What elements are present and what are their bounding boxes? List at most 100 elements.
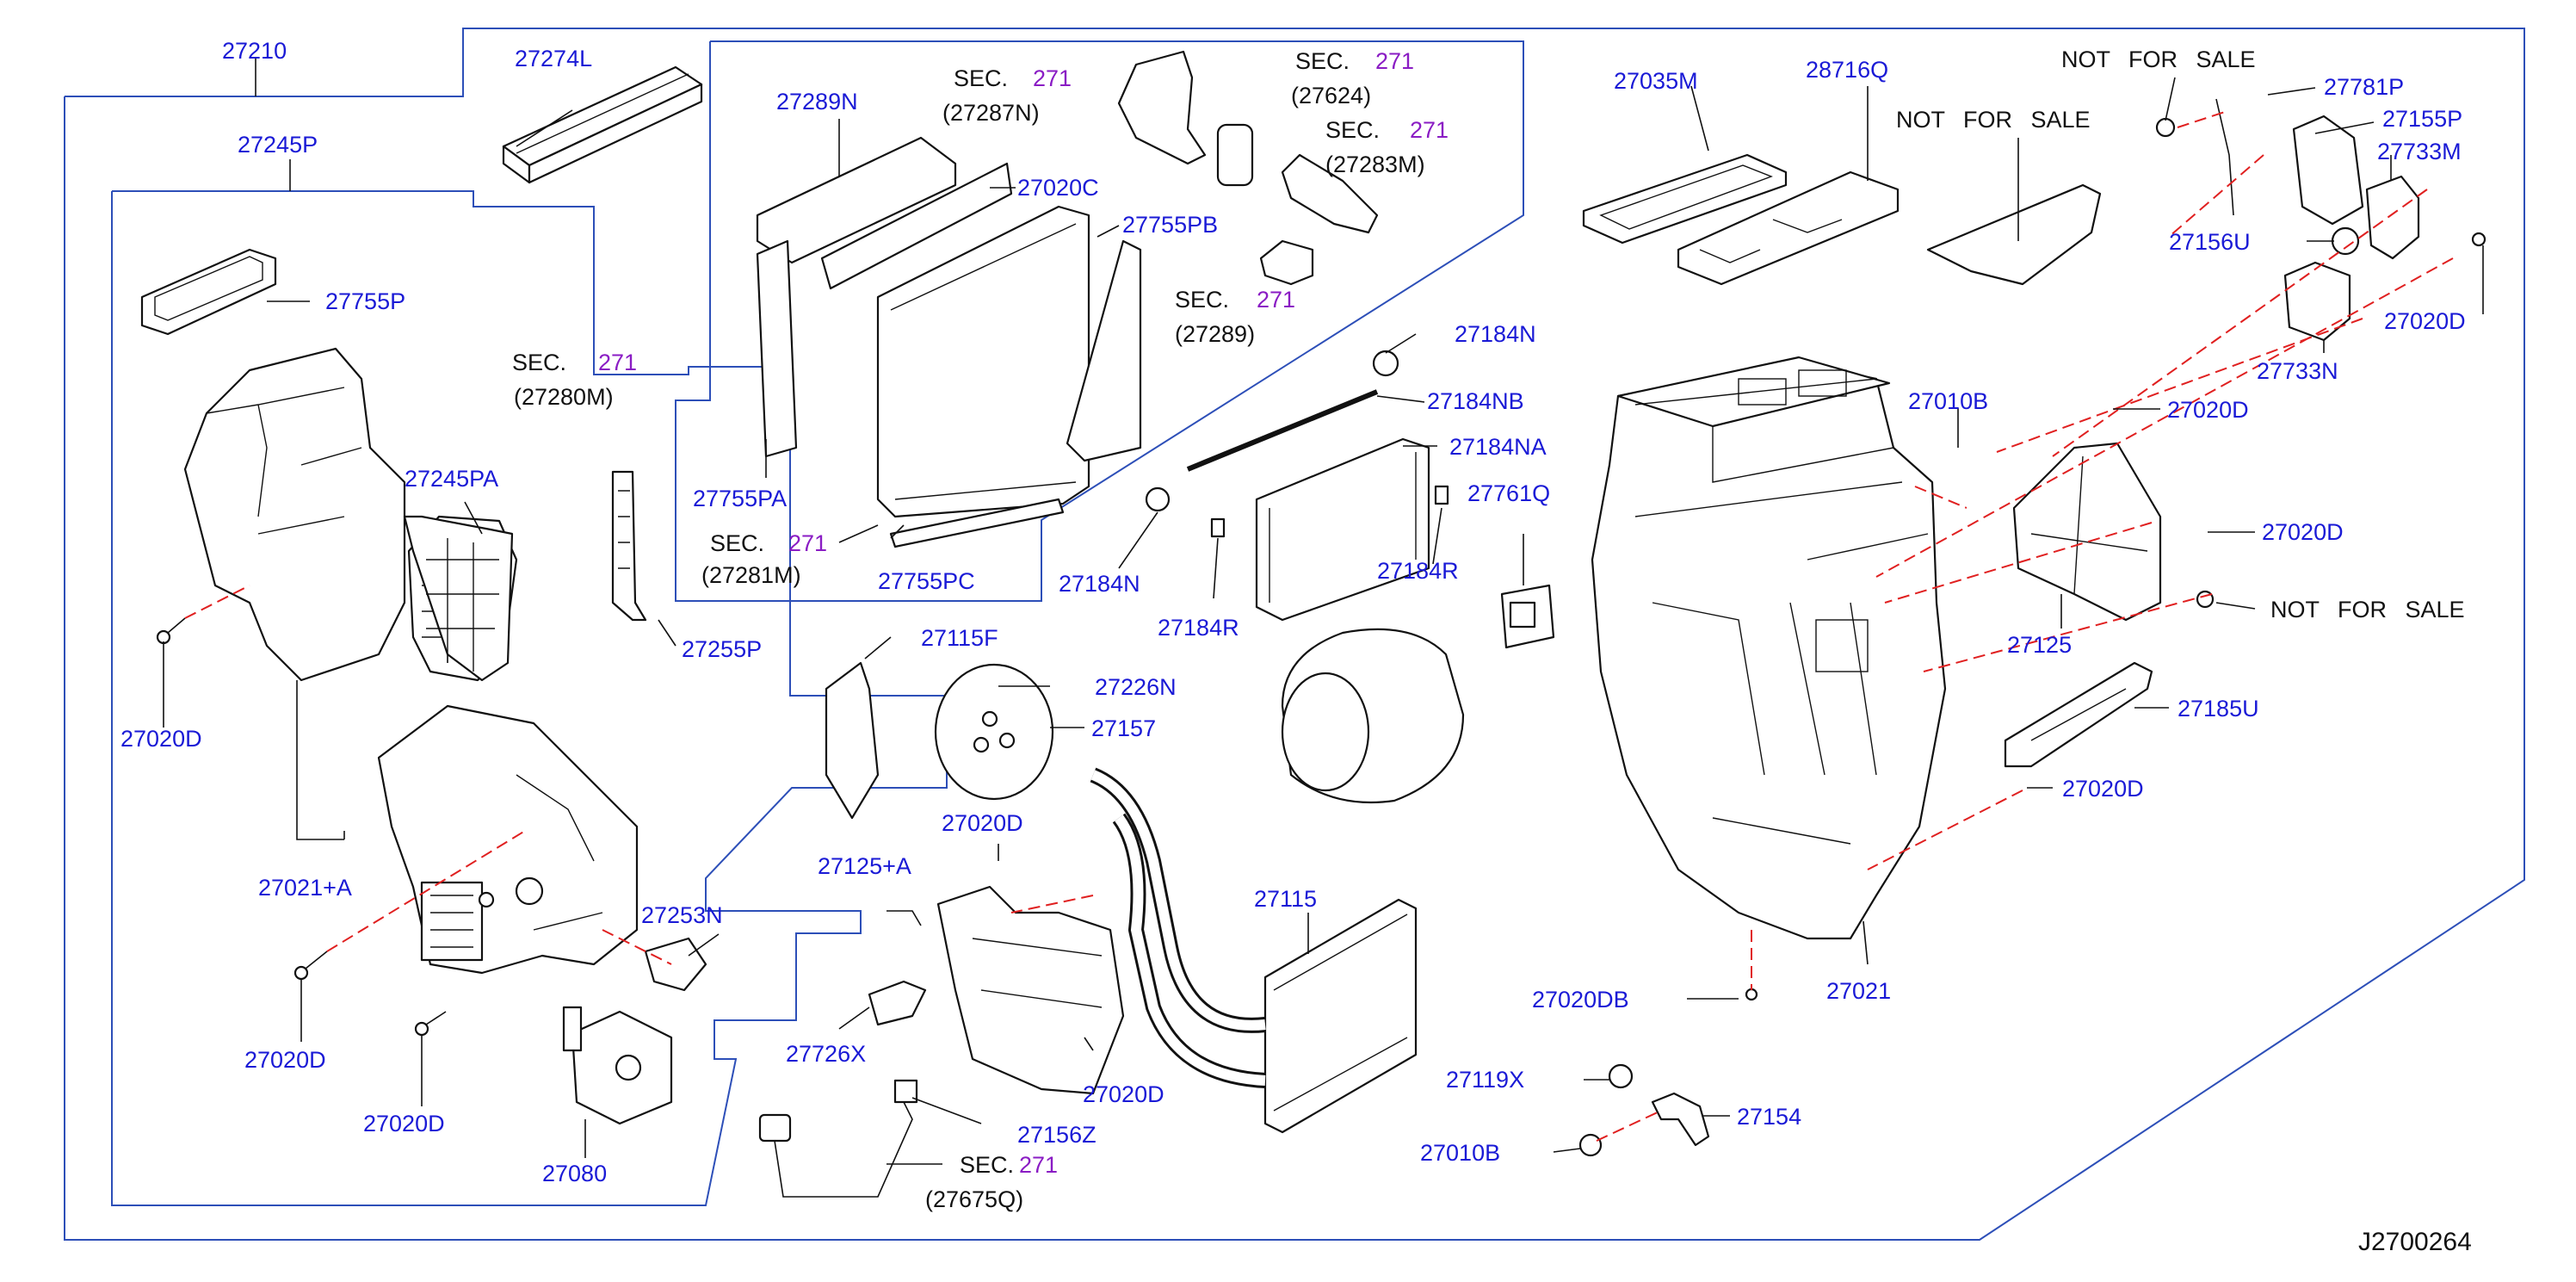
expansion-valve-shapes <box>1117 50 1379 286</box>
label-27185U[interactable]: 27185U <box>2178 696 2259 722</box>
label-27253N[interactable]: 27253N <box>641 902 723 928</box>
svg-text:271: 271 <box>1019 1152 1058 1178</box>
label-27156Z[interactable]: 27156Z <box>1017 1122 1096 1148</box>
label-27184N[interactable]: 27184N <box>1059 571 1140 597</box>
motor-actuator-shape <box>562 1006 673 1125</box>
label-27184N[interactable]: 27184N <box>1455 321 1536 347</box>
not-for-sale-note: NOT FOR SALE <box>1896 107 2091 133</box>
label-27155P[interactable]: 27155P <box>2382 106 2462 132</box>
label-27755P[interactable]: 27755P <box>325 288 405 314</box>
label-27184NA[interactable]: 27184NA <box>1449 434 1547 460</box>
label-27020D[interactable]: 27020D <box>2062 776 2144 802</box>
label-27020C[interactable]: 27020C <box>1017 175 1099 201</box>
not-for-sale-note: NOT FOR SALE <box>2270 597 2465 622</box>
label-27119X[interactable]: 27119X <box>1446 1067 1524 1093</box>
label-27115[interactable]: 27115 <box>1254 886 1317 912</box>
evaporator-seal-shape <box>756 136 1142 548</box>
label-27115F[interactable]: 27115F <box>921 625 998 651</box>
blower-fan-shapes <box>825 350 1555 820</box>
blower-case-shape <box>377 704 639 975</box>
sec-ref-27289[interactable]: SEC. 271 (27289) <box>1175 287 1295 347</box>
svg-text:271: 271 <box>1033 65 1072 91</box>
intake-seal-shape <box>140 248 277 336</box>
side-duct-shapes <box>2004 442 2162 768</box>
label-27157[interactable]: 27157 <box>1091 715 1156 741</box>
label-27781P[interactable]: 27781P <box>2324 74 2404 100</box>
bottom-right-parts <box>1578 590 2215 1157</box>
label-27125[interactable]: 27125 <box>2007 632 2072 658</box>
screw-shapes-left <box>156 617 447 1037</box>
top-seal-shapes <box>1582 153 1900 286</box>
sec-ref-27283M[interactable]: SEC. 271 (27283M) <box>1325 117 1449 177</box>
part-labels: 27210 27245P 27274L 27289N 27020C 27755P… <box>120 38 2466 1186</box>
svg-text:(27624): (27624) <box>1291 83 1371 108</box>
label-27226N[interactable]: 27226N <box>1095 674 1177 700</box>
label-27020D[interactable]: 27020D <box>2167 397 2249 423</box>
label-27755PC[interactable]: 27755PC <box>878 568 975 594</box>
assembly-lines <box>184 111 2454 1142</box>
cabin-filter-shape <box>502 65 703 184</box>
filter-door-shape <box>403 515 514 682</box>
svg-text:(27281M): (27281M) <box>701 562 801 588</box>
label-27020D[interactable]: 27020D <box>2262 519 2344 545</box>
svg-text:271: 271 <box>788 530 827 556</box>
link-rod-shape <box>611 470 647 622</box>
label-27080[interactable]: 27080 <box>542 1161 607 1186</box>
label-27755PA[interactable]: 27755PA <box>693 486 787 511</box>
label-27245P[interactable]: 27245P <box>238 132 318 158</box>
actuator-shapes <box>1926 98 2486 342</box>
label-27125-A[interactable]: 27125+A <box>818 853 911 879</box>
label-27020D[interactable]: 27020D <box>363 1111 445 1136</box>
label-27184R[interactable]: 27184R <box>1158 615 1239 641</box>
label-27020D[interactable]: 27020D <box>2384 308 2466 334</box>
svg-text:SEC.: SEC. <box>1325 117 1380 143</box>
sec-ref-27280M[interactable]: SEC. 271 (27280M) <box>512 350 637 410</box>
label-27010B[interactable]: 27010B <box>1420 1140 1500 1166</box>
sec-ref-27287N[interactable]: SEC. 271 (27287N) <box>942 65 1072 126</box>
label-27255P[interactable]: 27255P <box>682 636 762 662</box>
label-27210[interactable]: 27210 <box>222 38 287 64</box>
label-27020DB[interactable]: 27020DB <box>1532 987 1629 1013</box>
label-27156U[interactable]: 27156U <box>2169 229 2251 255</box>
svg-text:(27289): (27289) <box>1175 321 1255 347</box>
label-27021-A[interactable]: 27021+A <box>258 875 352 901</box>
label-27035M[interactable]: 27035M <box>1614 68 1698 94</box>
label-27021[interactable]: 27021 <box>1826 978 1891 1004</box>
sec-ref-27624[interactable]: SEC. 271 (27624) <box>1291 48 1414 108</box>
label-27154[interactable]: 27154 <box>1737 1104 1801 1130</box>
svg-text:SEC.: SEC. <box>710 530 764 556</box>
label-27755PB[interactable]: 27755PB <box>1122 212 1218 238</box>
label-27726X[interactable]: 27726X <box>786 1041 866 1067</box>
label-27020D[interactable]: 27020D <box>244 1047 326 1073</box>
label-27274L[interactable]: 27274L <box>515 46 592 71</box>
sec-ref-27281M[interactable]: SEC. 271 (27281M) <box>701 530 827 588</box>
svg-text:271: 271 <box>598 350 637 375</box>
label-27184R[interactable]: 27184R <box>1377 558 1459 584</box>
sensor-wire-shape <box>758 1079 918 1198</box>
label-27020D[interactable]: 27020D <box>120 726 202 752</box>
not-for-sale-note: NOT FOR SALE <box>2061 46 2256 72</box>
label-27184NB[interactable]: 27184NB <box>1427 388 1524 414</box>
svg-text:SEC.: SEC. <box>960 1152 1014 1178</box>
svg-text:(27283M): (27283M) <box>1325 152 1425 177</box>
label-27761Q[interactable]: 27761Q <box>1467 480 1550 506</box>
section-references: SEC. 271 (27287N) SEC. 271 (27624) SEC. … <box>512 48 1449 1212</box>
label-27020D[interactable]: 27020D <box>942 810 1023 836</box>
sec-ref-27675Q[interactable]: SEC. 271 (27675Q) <box>925 1152 1058 1212</box>
svg-text:271: 271 <box>1375 48 1414 74</box>
label-27245PA[interactable]: 27245PA <box>405 466 498 492</box>
label-27733N[interactable]: 27733N <box>2257 358 2338 384</box>
label-27289N[interactable]: 27289N <box>776 89 858 115</box>
svg-text:(27280M): (27280M) <box>514 384 614 410</box>
label-27733M[interactable]: 27733M <box>2377 139 2462 164</box>
intake-duct-shape <box>183 347 406 682</box>
label-28716Q[interactable]: 28716Q <box>1806 57 1888 83</box>
label-27020D[interactable]: 27020D <box>1083 1081 1164 1107</box>
svg-text:SEC.: SEC. <box>1295 48 1350 74</box>
foot-duct-shape <box>868 885 1125 1095</box>
small-bracket-shape <box>644 937 707 992</box>
label-27010B[interactable]: 27010B <box>1908 388 1988 414</box>
svg-text:(27675Q): (27675Q) <box>925 1186 1023 1212</box>
